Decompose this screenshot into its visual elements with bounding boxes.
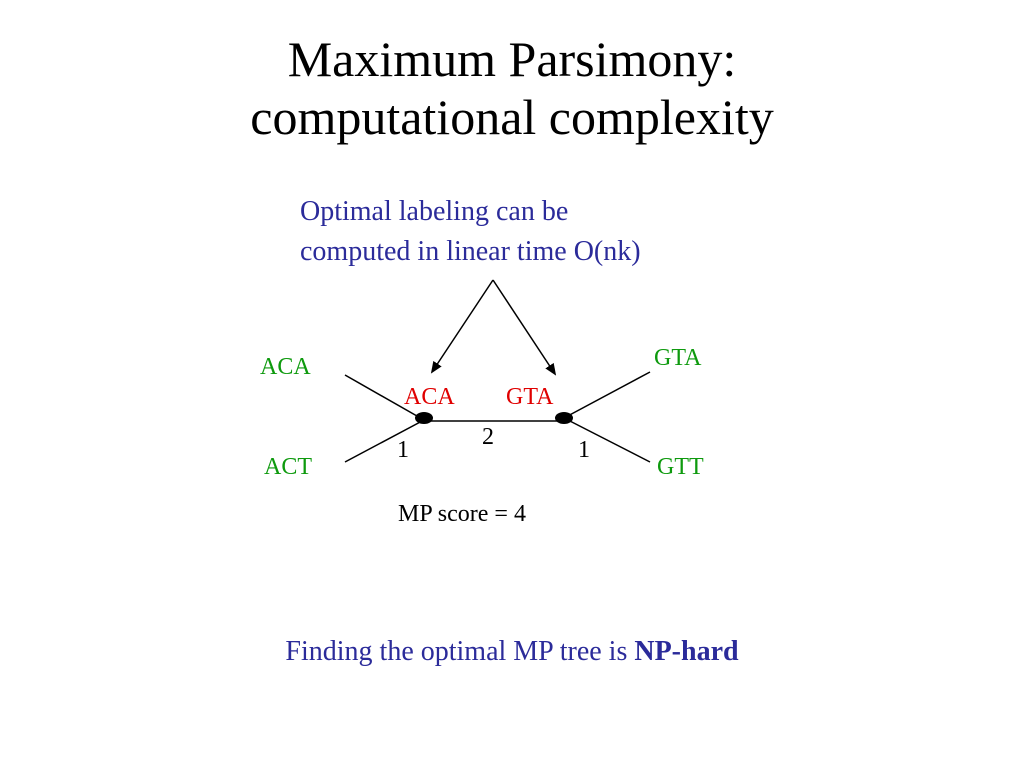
arrow-to-left-internal xyxy=(430,279,494,374)
internal-node-right xyxy=(555,412,573,424)
edge-bottom-right xyxy=(563,417,651,463)
np-hard-text: Finding the optimal MP tree is xyxy=(285,636,635,667)
np-hard-statement: Finding the optimal MP tree is NP-hard xyxy=(0,634,1024,670)
title-line-2: computational complexity xyxy=(250,89,774,145)
arrow-to-right-internal xyxy=(492,279,557,376)
internal-label-right: GTA xyxy=(506,384,554,410)
slide-title: Maximum Parsimony: computational complex… xyxy=(0,30,1024,146)
note-line-2: computed in linear time O(nk) xyxy=(300,236,641,267)
leaf-label-top-left: ACA xyxy=(260,354,311,380)
leaf-label-bottom-left: ACT xyxy=(264,454,312,480)
np-hard-emphasis: NP-hard xyxy=(634,636,739,667)
edge-cost-left: 1 xyxy=(397,437,409,463)
labeling-note: Optimal labeling can be computed in line… xyxy=(300,192,641,272)
internal-node-left xyxy=(415,412,433,424)
leaf-label-top-right: GTA xyxy=(654,345,702,371)
mp-score: MP score = 4 xyxy=(398,501,526,527)
internal-label-left: ACA xyxy=(404,384,455,410)
leaf-label-bottom-right: GTT xyxy=(657,454,704,480)
edge-cost-right: 1 xyxy=(578,437,590,463)
note-line-1: Optimal labeling can be xyxy=(300,196,569,227)
edge-cost-middle: 2 xyxy=(482,424,494,450)
edge-top-left xyxy=(344,374,425,421)
title-line-1: Maximum Parsimony: xyxy=(287,31,737,87)
edge-top-right xyxy=(563,371,651,419)
edge-bottom-left xyxy=(344,419,425,463)
